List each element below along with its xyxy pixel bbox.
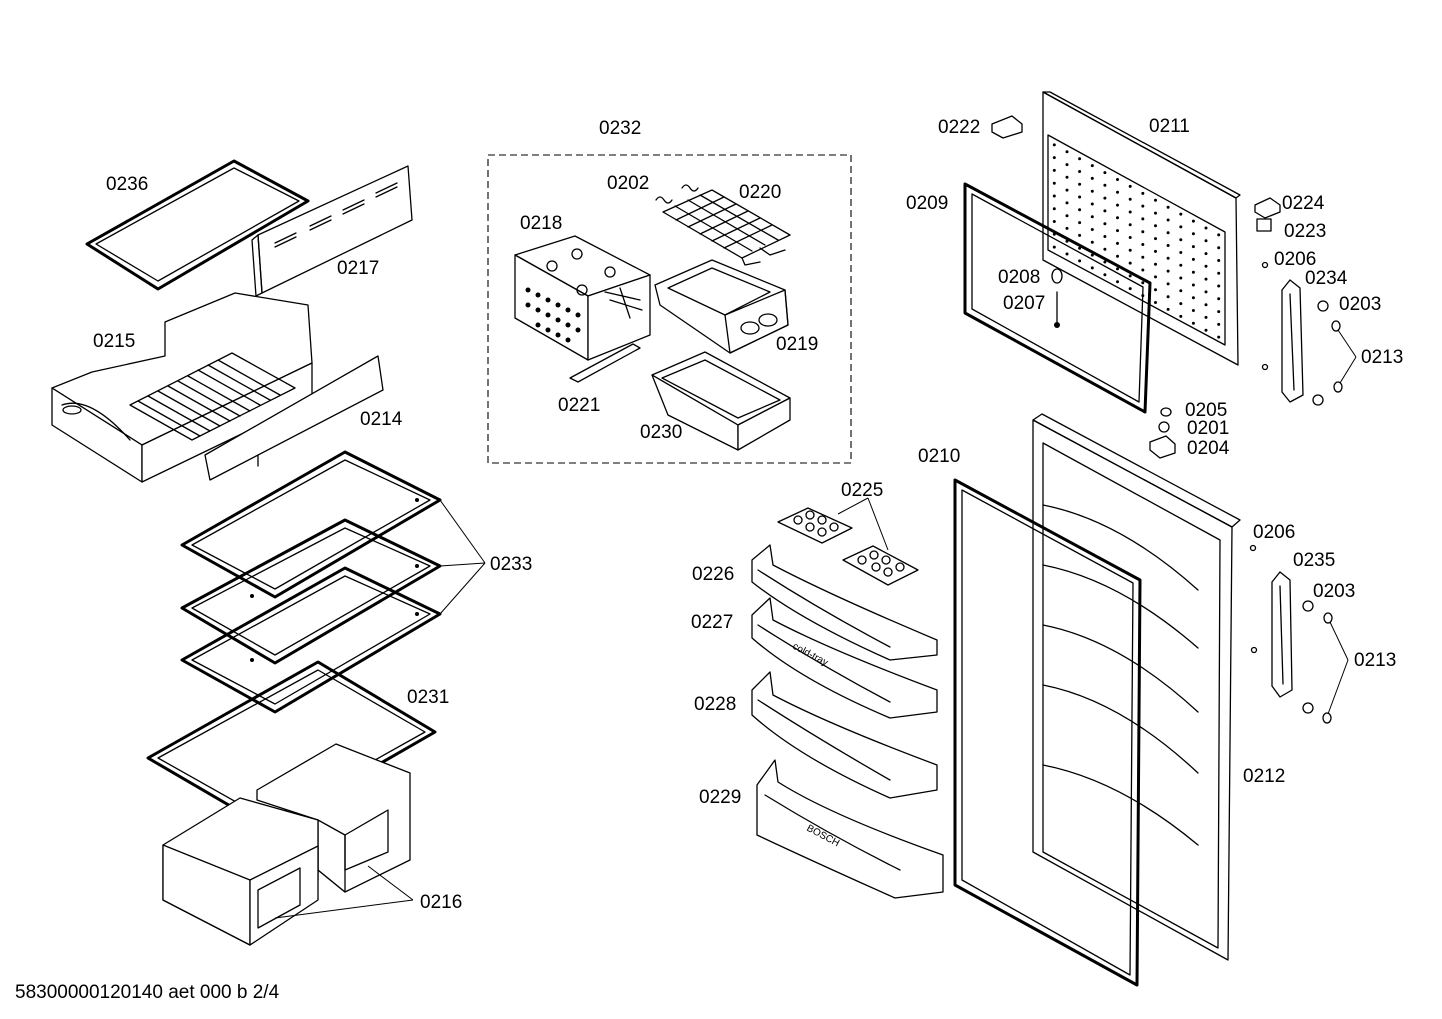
label-0220: 0220 [739,182,781,203]
part-0205 [1160,407,1172,417]
part-0216-bins [162,743,411,946]
part-0213b-bottom [1322,712,1332,724]
label-0230: 0230 [640,422,682,443]
part-0202-springs [655,184,699,204]
label-0203-a: 0203 [1339,294,1381,315]
label-0204: 0204 [1187,438,1230,459]
label-0206-a: 0206 [1274,249,1316,270]
label-0229: 0229 [699,787,741,808]
right-leader-lines [837,329,1357,715]
part-labels: 0236 0217 0215 0214 0233 0231 0216 0232 … [93,116,1403,913]
label-0202: 0202 [607,173,649,194]
label-0222: 0222 [938,117,980,138]
label-0235: 0235 [1293,550,1335,571]
part-0225-egg-trays [777,507,919,586]
part-0218-housing [514,235,651,361]
part-0213b-top [1323,612,1333,624]
part-0222 [991,115,1023,139]
label-0208: 0208 [998,267,1040,288]
part-0215-drawer [51,292,313,483]
label-0234: 0234 [1305,268,1348,289]
part-0224 [1254,197,1281,219]
label-0223: 0223 [1284,221,1326,242]
part-0213a-bottom [1333,381,1343,393]
part-0234-handle [1281,279,1304,403]
part-0220-ice-tray [662,189,791,266]
label-0210: 0210 [918,446,960,467]
label-0224: 0224 [1282,193,1325,214]
part-0203b-bottom [1302,702,1314,714]
label-0203-b: 0203 [1313,581,1355,602]
label-0225: 0225 [841,480,883,501]
label-0213-a: 0213 [1361,347,1403,368]
label-0221: 0221 [558,395,600,416]
part-0233-shelves [180,450,442,714]
part-0206-screw-a [1261,363,1269,371]
label-0211: 0211 [1149,116,1190,137]
label-0218: 0218 [520,213,562,234]
label-0206-b: 0206 [1253,522,1295,543]
left-leader-lines [274,499,486,919]
part-0217-vent-panel [251,165,413,297]
part-0203a-top [1317,300,1329,312]
part-0230-bucket [651,351,791,451]
label-0213-b: 0213 [1354,650,1396,671]
part-0214-drawer-front [204,355,384,481]
label-0233: 0233 [490,554,532,575]
part-0235-handle [1271,571,1293,698]
part-0221-strip [569,343,641,383]
label-0228: 0228 [694,694,736,715]
part-0203a-bottom [1312,394,1324,406]
label-0205: 0205 [1185,400,1227,421]
part-0203b-top [1302,600,1314,612]
label-0212: 0212 [1243,766,1285,787]
label-0226: 0226 [692,564,734,585]
part-0201 [1158,421,1170,433]
label-0227: 0227 [691,612,733,633]
label-0207: 0207 [1003,293,1045,314]
part-0207-pin [1054,291,1060,328]
label-0216: 0216 [420,892,462,913]
label-0209: 0209 [906,193,948,214]
part-0236-shelf-frame [85,159,310,291]
part-0206b [1249,544,1257,552]
part-0228-door-shelf [751,671,938,799]
label-0215: 0215 [93,331,135,352]
part-0209-gasket [963,182,1152,414]
part-0208 [1051,268,1063,284]
label-0219: 0219 [776,334,818,355]
part-0206-screw-b [1250,646,1258,654]
part-0227-door-shelf: cold-tray [751,597,938,719]
part-0210-gasket [953,478,1142,987]
part-0213a-top [1331,320,1341,332]
label-0201: 0201 [1187,418,1229,439]
label-0232: 0232 [599,118,641,139]
label-0217: 0217 [337,258,379,279]
group-0232-box [487,154,852,464]
label-0231: 0231 [407,687,449,708]
label-0214: 0214 [360,409,403,430]
part-0229-bottle-shelf: BOSCH [756,759,944,899]
footer-text: 58300000120140 aet 000 b 2/4 [15,982,280,1003]
part-0211-freezer-door [1042,91,1241,366]
part-0204 [1149,435,1176,459]
label-0236: 0236 [106,174,148,195]
part-0206a [1261,261,1269,269]
part-0219-tray [654,259,789,354]
part-0223 [1256,218,1272,232]
part-0226-door-shelf [751,544,938,661]
